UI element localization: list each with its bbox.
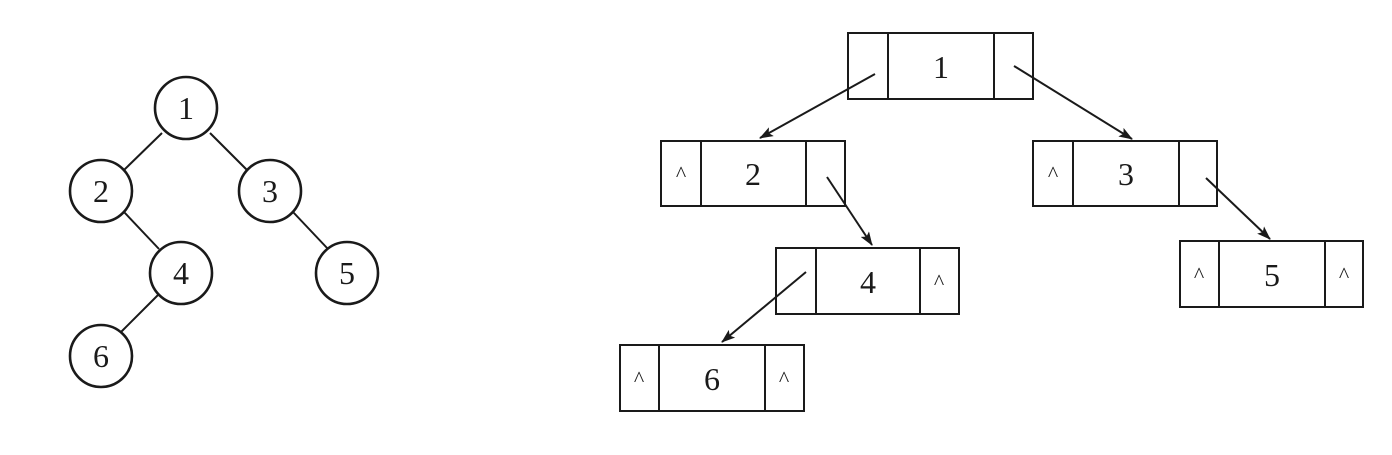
- left-pointer-cell: [847, 32, 889, 100]
- tree-node-label: 5: [339, 255, 355, 291]
- data-cell: [815, 247, 921, 315]
- linked-node-5: ^ 5 ^: [1179, 240, 1364, 308]
- linked-node-1: 1: [847, 32, 1034, 100]
- linked-node-label: 3: [1118, 156, 1134, 192]
- linked-node-label: 1: [933, 49, 949, 85]
- right-pointer-cell: [764, 344, 805, 412]
- left-pointer-cell: [619, 344, 660, 412]
- tree-node-label: 4: [173, 255, 189, 291]
- linked-node-6: ^ 6 ^: [619, 344, 805, 412]
- linked-node-label: 6: [704, 361, 720, 397]
- null-pointer-mark: ^: [779, 366, 790, 391]
- tree-edge-3-5: [292, 211, 329, 250]
- null-pointer-mark: ^: [1194, 262, 1205, 287]
- tree-view: 1 2 3 4 5 6: [68, 75, 380, 389]
- null-pointer-mark: ^: [676, 161, 687, 186]
- linked-node-3: ^ 3: [1032, 140, 1218, 207]
- left-pointer-cell: [1179, 240, 1220, 308]
- null-pointer-mark: ^: [934, 269, 945, 294]
- right-pointer-cell: [1178, 140, 1218, 207]
- tree-edge-1-3: [209, 132, 248, 171]
- null-pointer-mark: ^: [1048, 161, 1059, 186]
- tree-node-5: 5: [314, 240, 380, 306]
- left-pointer-cell: [660, 140, 702, 207]
- linked-list-view: 1 ^ 2 ^ 3 4 ^: [619, 32, 1364, 412]
- right-pointer-cell: [919, 247, 960, 315]
- tree-edge-4-6: [120, 293, 160, 333]
- linked-node-label: 5: [1264, 257, 1280, 293]
- tree-node-label: 1: [178, 90, 194, 126]
- pointer-arrow-4-left-to-6: [721, 271, 807, 343]
- tree-node-label: 6: [93, 338, 109, 374]
- null-pointer-mark: ^: [634, 366, 645, 391]
- tree-node-1: 1: [153, 75, 219, 141]
- tree-edge-1-2: [123, 132, 163, 171]
- linked-node-label: 4: [860, 264, 876, 300]
- linked-node-4: 4 ^: [775, 247, 960, 315]
- right-pointer-cell: [1324, 240, 1364, 308]
- linked-node-2: ^ 2: [660, 140, 846, 207]
- tree-node-3: 3: [237, 158, 303, 224]
- null-pointer-mark: ^: [1339, 262, 1350, 287]
- tree-node-label: 3: [262, 173, 278, 209]
- tree-edge-2-4: [123, 211, 160, 250]
- tree-node-6: 6: [68, 323, 134, 389]
- tree-node-2: 2: [68, 158, 134, 224]
- data-cell: [1072, 140, 1180, 207]
- pointer-arrow-1-left-to-2: [759, 73, 876, 139]
- data-cell: [658, 344, 766, 412]
- right-pointer-cell: [993, 32, 1034, 100]
- pointer-arrow-2-right-to-4: [826, 176, 873, 246]
- linked-node-label: 2: [745, 156, 761, 192]
- tree-node-4: 4: [148, 240, 214, 306]
- pointer-arrow-1-right-to-3: [1013, 65, 1133, 140]
- pointer-arrow-3-right-to-5: [1205, 177, 1271, 240]
- tree-node-label: 2: [93, 173, 109, 209]
